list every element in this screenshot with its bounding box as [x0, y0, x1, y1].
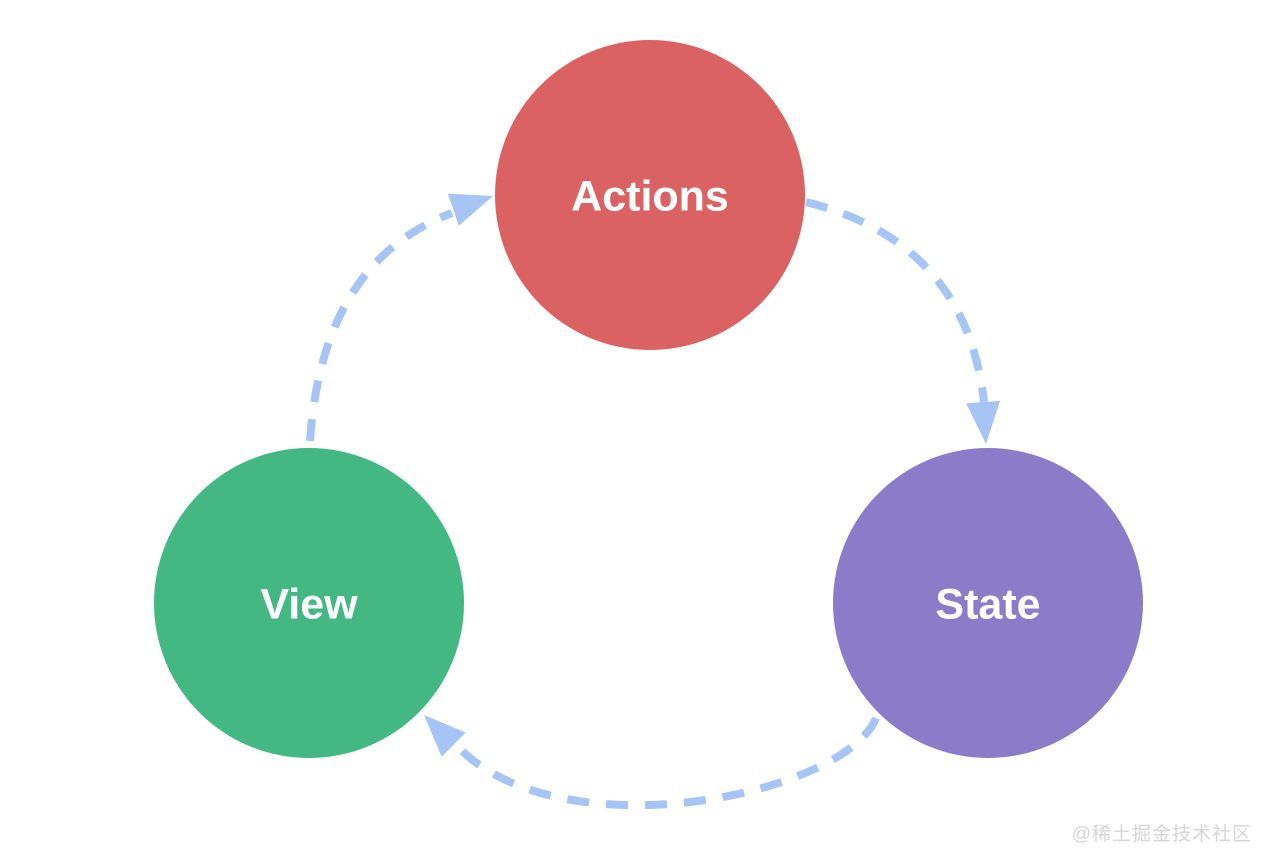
edge-path-state-to-view — [453, 716, 880, 810]
arrowhead-into-view — [424, 715, 466, 757]
arrowhead-into-actions — [447, 193, 493, 226]
node-state-label: State — [935, 580, 1040, 628]
edge-view-to-actions — [306, 193, 493, 442]
edge-state-to-view — [424, 715, 880, 810]
watermark: @稀土掘金技术社区 — [1071, 824, 1252, 845]
node-view-circle — [154, 448, 464, 758]
edge-path-view-to-actions — [306, 209, 454, 442]
node-actions-circle — [495, 40, 805, 350]
edge-path-actions-to-state — [805, 198, 988, 403]
node-state: State — [833, 448, 1143, 758]
arrowhead-into-state — [966, 400, 1001, 444]
node-state-circle — [833, 448, 1143, 758]
node-view: View — [154, 448, 464, 758]
node-view-label: View — [260, 580, 358, 628]
node-actions-label: Actions — [571, 172, 729, 220]
edge-actions-to-state — [805, 198, 1001, 444]
node-actions: Actions — [495, 40, 805, 350]
